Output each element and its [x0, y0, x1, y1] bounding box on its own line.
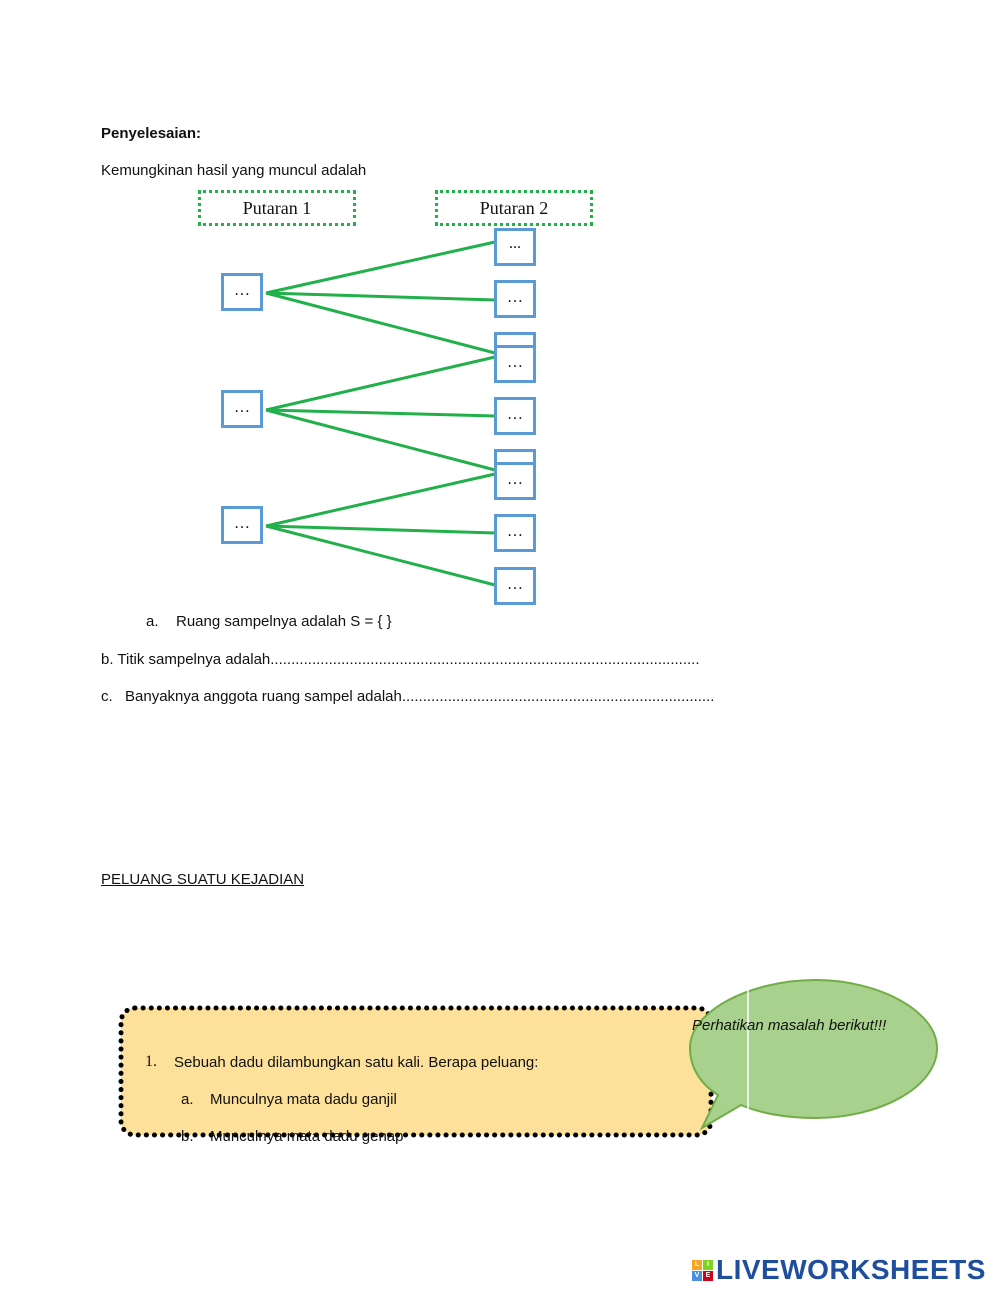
- answer-c-marker: c.: [101, 688, 113, 705]
- bubble-text: Perhatikan masalah berikut!!!: [692, 1017, 887, 1034]
- branch-line: [265, 408, 496, 472]
- logo-text: LIVEWORKSHEETS: [716, 1254, 986, 1285]
- branch-line: [265, 524, 496, 535]
- logo-letter-e: E: [703, 1270, 713, 1281]
- putaran2-node-1[interactable]: ...: [494, 228, 536, 266]
- answer-c-text[interactable]: Banyaknya anggota ruang sampel adalah...…: [125, 688, 715, 705]
- solution-heading: Penyelesaian:: [101, 125, 202, 142]
- putaran2-node-2[interactable]: …: [494, 280, 536, 318]
- putaran2-node-4[interactable]: …: [494, 397, 536, 435]
- question-text: Sebuah dadu dilambungkan satu kali. Bera…: [174, 1054, 539, 1071]
- liveworksheets-logo[interactable]: L I V E LIVEWORKSHEETS: [692, 1254, 986, 1286]
- putaran1-node-2[interactable]: …: [221, 390, 263, 428]
- putaran2-node-shadow: [494, 332, 536, 346]
- section-title: PELUANG SUATU KEJADIAN: [101, 871, 305, 888]
- branch-line: [265, 291, 496, 302]
- branch-line: [265, 240, 496, 295]
- putaran2-node-7[interactable]: …: [494, 567, 536, 605]
- branch-line: [265, 408, 496, 418]
- putaran2-node-5[interactable]: …: [494, 462, 536, 500]
- branch-line: [265, 472, 496, 528]
- question-b-marker: b.: [181, 1128, 194, 1145]
- putaran1-node-3[interactable]: …: [221, 506, 263, 544]
- header-putaran-2: Putaran 2: [435, 190, 593, 226]
- question-number: 1.: [145, 1053, 157, 1070]
- callout-box: [118, 1005, 714, 1138]
- putaran2-node-6[interactable]: …: [494, 514, 536, 552]
- question-a-text: Munculnya mata dadu ganjil: [210, 1091, 397, 1108]
- branch-line: [265, 291, 496, 355]
- branch-line: [265, 355, 496, 412]
- logo-letter-v: V: [692, 1270, 702, 1281]
- putaran1-node-1[interactable]: …: [221, 273, 263, 311]
- callout-shapes: [118, 978, 939, 1138]
- header-putaran-1: Putaran 1: [198, 190, 356, 226]
- logo-letter-l: L: [692, 1259, 702, 1270]
- putaran2-node-3[interactable]: …: [494, 345, 536, 383]
- answer-b-text[interactable]: b. Titik sampelnya adalah...............…: [101, 651, 700, 668]
- question-a-marker: a.: [181, 1091, 194, 1108]
- answer-a-marker: a.: [146, 613, 159, 630]
- branch-line: [265, 524, 496, 587]
- putaran2-node-shadow: [494, 449, 536, 463]
- tree-connector-lines: [265, 240, 496, 587]
- answer-a-text[interactable]: Ruang sampelnya adalah S = { }: [176, 613, 392, 630]
- speech-bubble: [688, 978, 939, 1131]
- logo-letter-i: I: [703, 1259, 713, 1270]
- question-b-text: Munculnya mata dadu genap: [210, 1128, 404, 1145]
- logo-icon: L I V E: [692, 1259, 713, 1281]
- solution-intro: Kemungkinan hasil yang muncul adalah: [101, 162, 367, 179]
